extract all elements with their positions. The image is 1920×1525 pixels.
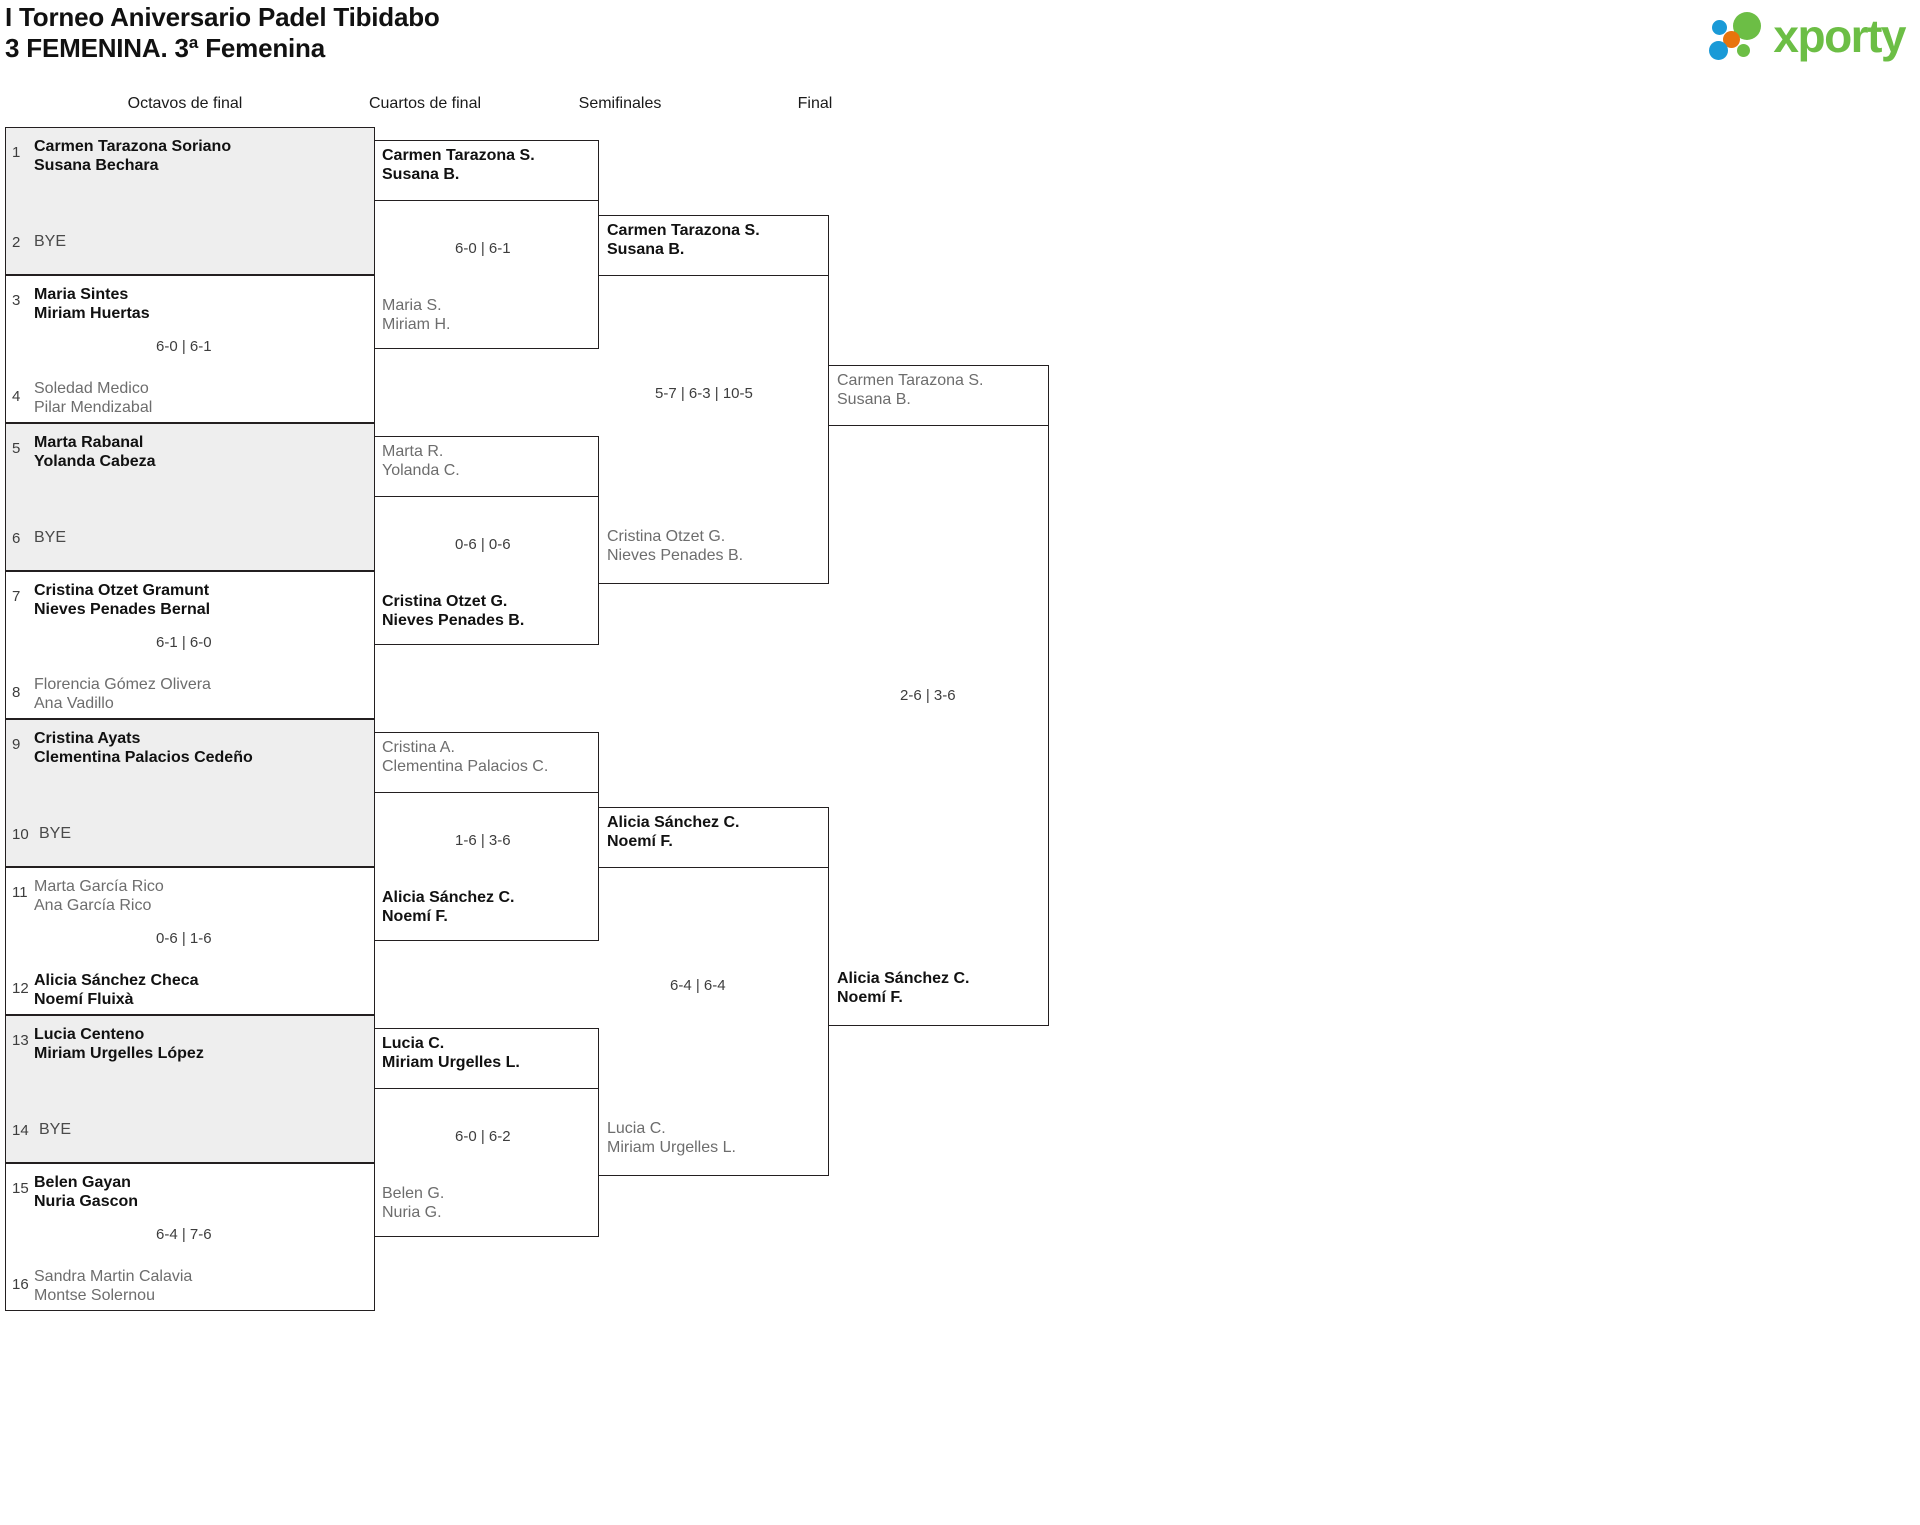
- r2-match-1-bottom-players: Maria S. Miriam H.: [382, 297, 451, 333]
- player-pair: Alicia Sánchez Checa Noemí Fluixà: [34, 972, 199, 1008]
- r3-match-1-score: 5-7 | 6-3 | 10-5: [655, 385, 753, 402]
- player-pair: Cristina Otzet Gramunt Nieves Penades Be…: [34, 582, 211, 618]
- tournament-category: 3 FEMENINA. 3ª Femenina: [5, 33, 325, 63]
- r2-connector-2: [375, 436, 599, 645]
- r2-match-1-top-players: Carmen Tarazona S. Susana B.: [382, 147, 535, 183]
- seed-number: 2: [12, 234, 21, 251]
- r3-match-1-bottom-players: Cristina Otzet G. Nieves Penades B.: [607, 528, 744, 564]
- r2-match-3-score: 1-6 | 3-6: [455, 832, 511, 849]
- r2-match-2-score: 0-6 | 0-6: [455, 536, 511, 553]
- player-pair: Cristina Ayats Clementina Palacios Cedeñ…: [34, 730, 253, 766]
- r2-match-1-score: 6-0 | 6-1: [455, 240, 511, 257]
- round-header-semis: Semifinales: [578, 95, 662, 112]
- r3-match-2-top-players: Alicia Sánchez C. Noemí F.: [607, 814, 740, 850]
- r3-divider-2: [599, 867, 829, 868]
- seed-number: 12: [12, 980, 29, 997]
- logo-dot-blue-top-icon: [1712, 20, 1728, 35]
- player-pair: Carmen Tarazona Soriano Susana Bechara: [34, 138, 232, 174]
- r3-match-1-top-players: Carmen Tarazona S. Susana B.: [607, 222, 760, 258]
- logo-dots-icon: [1709, 10, 1769, 62]
- r1-match-5[interactable]: 9 Cristina Ayats Clementina Palacios Ced…: [5, 719, 375, 867]
- player-pair: Lucia Centeno Miriam Urgelles López: [34, 1026, 204, 1062]
- logo-dot-orange-icon: [1723, 31, 1741, 48]
- r4-divider-final: [829, 425, 1049, 426]
- seed-number: 10: [12, 826, 29, 843]
- r3-divider-1: [599, 275, 829, 276]
- r1-match-8[interactable]: 15 Belen Gayan Nuria Gascon 6-4 | 7-6 16…: [5, 1163, 375, 1311]
- match-score: 6-4 | 7-6: [156, 1226, 212, 1243]
- seed-number: 7: [12, 588, 21, 605]
- r2-divider-4: [375, 1088, 599, 1089]
- r1-match-4[interactable]: 7 Cristina Otzet Gramunt Nieves Penades …: [5, 571, 375, 719]
- r4-final-top-players: Carmen Tarazona S. Susana B.: [837, 372, 984, 408]
- player-pair: Marta Rabanal Yolanda Cabeza: [34, 434, 156, 470]
- player-pair: Sandra Martin Calavia Montse Solernou: [34, 1268, 193, 1304]
- player-pair: Marta García Rico Ana García Rico: [34, 878, 164, 914]
- match-score: 0-6 | 1-6: [156, 930, 212, 947]
- r2-match-4-top-players: Lucia C. Miriam Urgelles L.: [382, 1035, 520, 1071]
- r2-match-2-bottom-players: Cristina Otzet G. Nieves Penades B.: [382, 593, 525, 629]
- r1-match-1[interactable]: 1 Carmen Tarazona Soriano Susana Bechara…: [5, 127, 375, 275]
- player-pair: Belen Gayan Nuria Gascon: [34, 1174, 139, 1210]
- seed-number: 5: [12, 440, 21, 457]
- r1-match-3[interactable]: 5 Marta Rabanal Yolanda Cabeza 6 BYE: [5, 423, 375, 571]
- r2-connector-3: [375, 732, 599, 941]
- r2-match-2-top-players: Marta R. Yolanda C.: [382, 443, 460, 479]
- player-pair: Maria Sintes Miriam Huertas: [34, 286, 150, 322]
- bye-label: BYE: [39, 1121, 72, 1138]
- seed-number: 9: [12, 736, 21, 753]
- r1-match-6[interactable]: 11 Marta García Rico Ana García Rico 0-6…: [5, 867, 375, 1015]
- r2-match-4-bottom-players: Belen G. Nuria G.: [382, 1185, 445, 1221]
- xporty-logo[interactable]: xporty: [1709, 8, 1906, 64]
- round-header-cuartos: Cuartos de final: [368, 95, 482, 112]
- seed-number: 15: [12, 1180, 29, 1197]
- bye-label: BYE: [34, 529, 67, 546]
- seed-number: 3: [12, 292, 21, 309]
- r3-connector-1: [599, 215, 829, 584]
- r2-match-3-top-players: Cristina A. Clementina Palacios C.: [382, 739, 549, 775]
- r3-connector-2: [599, 807, 829, 1176]
- r3-match-2-bottom-players: Lucia C. Miriam Urgelles L.: [607, 1120, 736, 1156]
- player-pair: Soledad Medico Pilar Mendizabal: [34, 380, 153, 416]
- logo-dot-green-small-icon: [1737, 44, 1751, 57]
- r1-match-7[interactable]: 13 Lucia Centeno Miriam Urgelles López 1…: [5, 1015, 375, 1163]
- tournament-title: I Torneo Aniversario Padel Tibidabo: [5, 2, 440, 32]
- match-score: 6-1 | 6-0: [156, 634, 212, 651]
- seed-number: 4: [12, 388, 21, 405]
- r3-match-2-score: 6-4 | 6-4: [670, 977, 726, 994]
- seed-number: 6: [12, 530, 21, 547]
- player-pair: Florencia Gómez Olivera Ana Vadillo: [34, 676, 211, 712]
- seed-number: 11: [12, 884, 28, 901]
- r2-divider-2: [375, 496, 599, 497]
- r4-connector-final: [829, 365, 1049, 1026]
- r2-connector-4: [375, 1028, 599, 1237]
- seed-number: 1: [12, 144, 21, 161]
- r1-match-2[interactable]: 3 Maria Sintes Miriam Huertas 6-0 | 6-1 …: [5, 275, 375, 423]
- logo-dot-blue-bottom-icon: [1709, 41, 1729, 60]
- match-score: 6-0 | 6-1: [156, 338, 212, 355]
- r4-final-score: 2-6 | 3-6: [900, 687, 956, 704]
- r4-final-bottom-players: Alicia Sánchez C. Noemí F.: [837, 970, 970, 1006]
- bye-label: BYE: [39, 825, 72, 842]
- seed-number: 8: [12, 684, 21, 701]
- seed-number: 16: [12, 1276, 29, 1293]
- r2-divider-3: [375, 792, 599, 793]
- bye-label: BYE: [34, 233, 67, 250]
- round-header-final: Final: [797, 95, 833, 112]
- seed-number: 13: [12, 1032, 29, 1049]
- r2-divider-1: [375, 200, 599, 201]
- r2-match-3-bottom-players: Alicia Sánchez C. Noemí F.: [382, 889, 515, 925]
- logo-wordmark: xporty: [1773, 10, 1906, 62]
- r2-connector-1: [375, 140, 599, 349]
- r2-match-4-score: 6-0 | 6-2: [455, 1128, 511, 1145]
- round-header-octavos: Octavos de final: [127, 95, 243, 112]
- page-header: I Torneo Aniversario Padel Tibidabo 3 FE…: [0, 0, 1920, 80]
- seed-number: 14: [12, 1122, 29, 1139]
